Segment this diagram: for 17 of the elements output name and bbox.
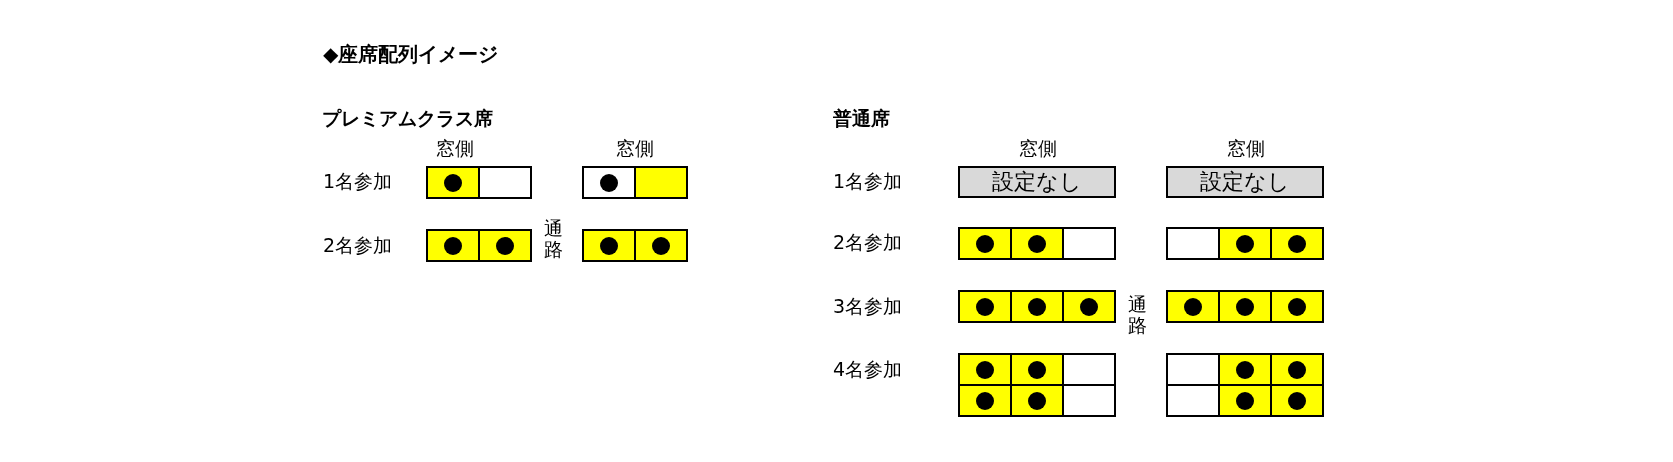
section-heading: プレミアムクラス席 [322, 109, 493, 128]
status-box [958, 166, 1116, 198]
section-heading: 普通席 [833, 109, 890, 128]
row-label: 1名参加 [833, 172, 903, 191]
heading: ◆座席配列イメージ [323, 44, 499, 64]
row-label: 1名参加 [323, 172, 393, 191]
aisle-label: 通路 [1128, 294, 1147, 336]
box-text: 設定なし [992, 168, 1082, 196]
row-label: 3名参加 [833, 297, 903, 316]
row-label: 2名参加 [323, 236, 393, 255]
column-label: 窓側 [436, 139, 474, 158]
status-box [1166, 166, 1324, 198]
row-label: 2名参加 [833, 233, 903, 252]
column-label: 窓側 [616, 139, 654, 158]
row-label: 4名参加 [833, 360, 903, 379]
aisle-label: 通路 [544, 218, 563, 260]
box-text: 設定なし [1200, 168, 1290, 196]
